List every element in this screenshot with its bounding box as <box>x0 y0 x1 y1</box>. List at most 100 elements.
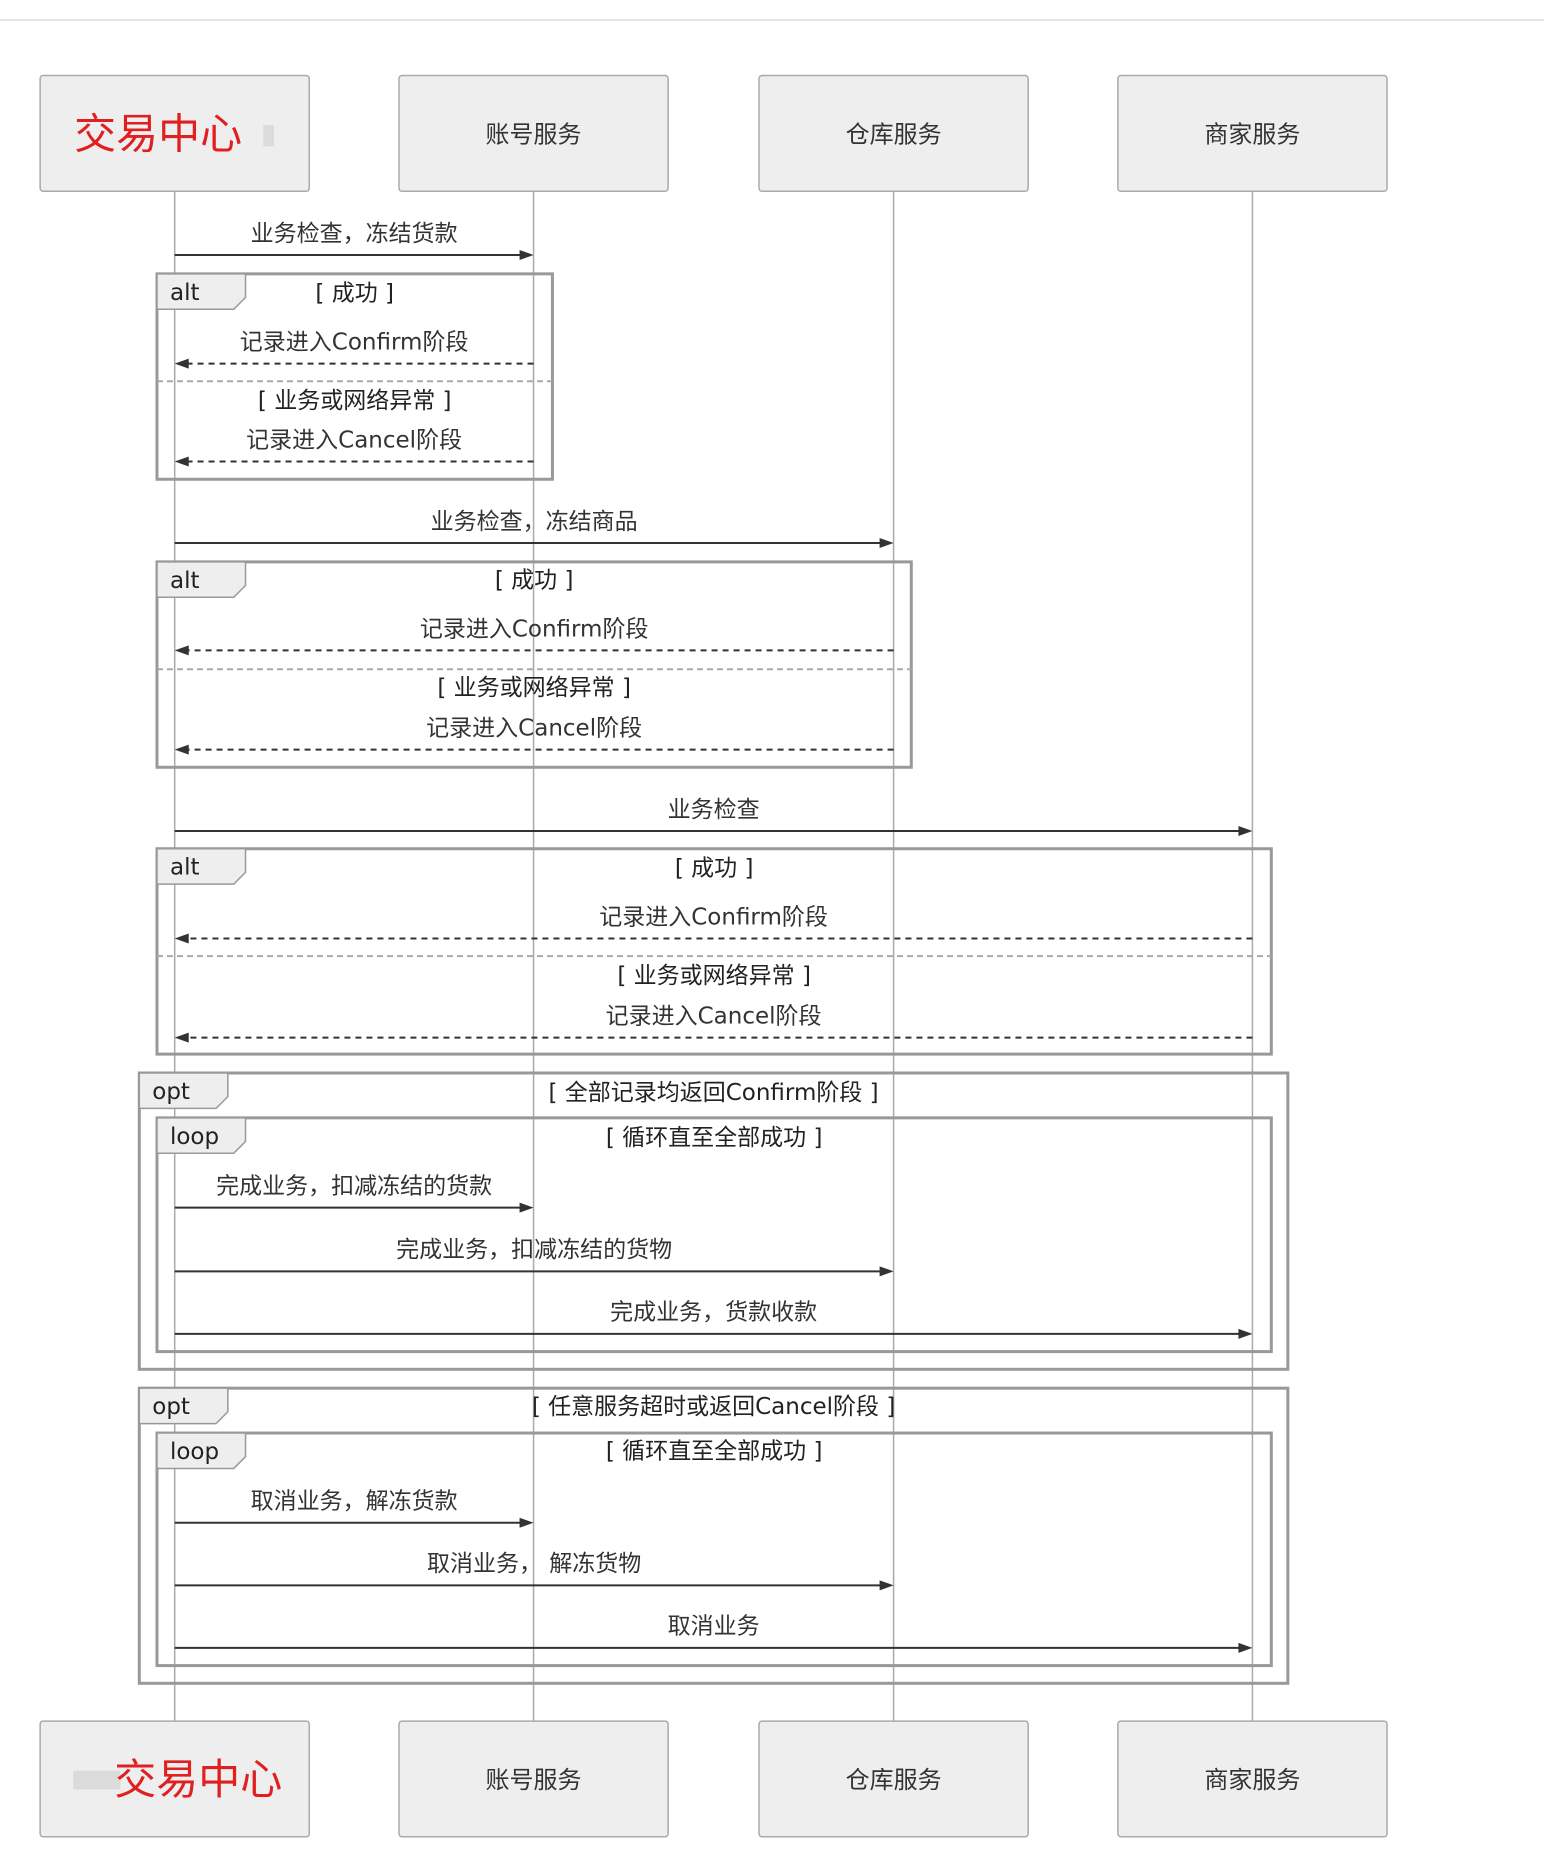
participant-label: 账号服务 <box>486 120 582 148</box>
arrowhead-icon <box>879 1266 894 1277</box>
participant-label: 交易中心 <box>114 1755 282 1804</box>
fragment-tab <box>156 273 247 311</box>
message-m14: 取消业务， 解冻货物 <box>174 1551 894 1591</box>
fragment-tab <box>156 1117 247 1155</box>
participant-box <box>39 74 311 192</box>
message-m13: 取消业务，解冻货款 <box>174 1489 534 1528</box>
message-m15: 取消业务 <box>174 1614 1253 1653</box>
message-m3: 记录进入Cancel阶段 <box>174 427 534 467</box>
fragment-tab <box>156 847 247 885</box>
message-label: 完成业务，扣减冻结的货款 <box>216 1173 492 1199</box>
message-label: 取消业务，解冻货款 <box>251 1489 458 1515</box>
arrowhead-icon <box>519 1517 534 1528</box>
participant-label: 仓库服务 <box>846 120 942 148</box>
arrowhead-icon <box>174 358 189 369</box>
message-m5: 记录进入Confirm阶段 <box>174 616 894 656</box>
message-label: 完成业务，扣减冻结的货物 <box>396 1237 672 1263</box>
fragment-alt-f3: alt [ 成功 ] [ 业务或网络异常 ] <box>155 847 1273 1056</box>
participant-label: 账号服务 <box>486 1766 582 1794</box>
participant-box <box>398 1720 669 1838</box>
fragment-alt-f2: alt [ 成功 ] [ 业务或网络异常 ] <box>155 560 913 769</box>
fragment-keyword: opt <box>152 1079 190 1105</box>
arrowhead-icon <box>174 933 189 944</box>
message-label: 取消业务， 解冻货物 <box>427 1551 641 1577</box>
arrowhead-icon <box>519 249 534 260</box>
participant-label: 商家服务 <box>1204 1766 1300 1794</box>
arrowhead-icon <box>879 537 894 548</box>
participant-box <box>39 1720 311 1838</box>
message-m10: 完成业务，扣减冻结的货款 <box>174 1173 534 1213</box>
fragment-border <box>155 1116 1273 1354</box>
participant-box <box>758 1720 1029 1838</box>
fragment-border <box>155 560 913 769</box>
message-label: 记录进入Cancel阶段 <box>606 1003 822 1029</box>
arrowhead-icon <box>174 456 189 467</box>
message-m7: 业务检查 <box>174 797 1253 837</box>
message-label: 完成业务，货款收款 <box>610 1300 817 1326</box>
fragment-tab <box>138 1072 229 1110</box>
participant-label: 商家服务 <box>1204 120 1300 148</box>
fragment-condition: [ 成功 ] <box>495 568 574 594</box>
fragment-border <box>155 847 1273 1056</box>
participant-account-bottom: 账号服务 <box>398 1720 669 1838</box>
participant-box <box>1117 74 1388 192</box>
fragment-opt-f6: opt [ 任意服务超时或返回Cancel阶段 ] <box>137 1386 1290 1685</box>
redaction-mark <box>263 125 274 147</box>
message-label: 记录进入Cancel阶段 <box>246 427 462 453</box>
message-m9: 记录进入Cancel阶段 <box>174 1003 1253 1043</box>
message-label: 业务检查，冻结货款 <box>251 221 458 247</box>
fragment-keyword: alt <box>170 855 200 881</box>
arrowhead-icon <box>174 1032 189 1043</box>
fragment-condition: [ 成功 ] <box>675 856 754 882</box>
participant-label: 仓库服务 <box>846 1766 942 1794</box>
participant-label: 交易中心 <box>74 109 242 158</box>
fragment-loop-f7: loop [ 循环直至全部成功 ] <box>155 1431 1273 1668</box>
fragment-border <box>155 1431 1273 1668</box>
message-label: 记录进入Confirm阶段 <box>240 329 469 355</box>
fragment-condition: [ 业务或网络异常 ] <box>258 388 452 414</box>
arrowhead-icon <box>1238 826 1253 837</box>
fragment-tab <box>138 1387 229 1425</box>
message-label: 业务检查 <box>668 797 760 823</box>
fragment-keyword: loop <box>170 1124 219 1150</box>
fragment-condition: [ 业务或网络异常 ] <box>617 963 811 989</box>
participant-account-top: 账号服务 <box>398 74 669 192</box>
participant-warehouse-bottom: 仓库服务 <box>758 1720 1029 1838</box>
fragment-condition: [ 任意服务超时或返回Cancel阶段 ] <box>532 1394 896 1420</box>
participant-trade-bottom: 交易中心 <box>39 1720 311 1838</box>
fragment-loop-f5: loop[ 循环直至全部成功 ] <box>155 1116 1273 1354</box>
fragment-condition: [ 成功 ] <box>315 281 394 307</box>
fragment-opt-f4: opt[ 全部记录均返回Confirm阶段 ] <box>137 1071 1290 1371</box>
message-m6: 记录进入Cancel阶段 <box>174 715 894 755</box>
fragment-condition: [ 循环直至全部成功 ] <box>606 1439 823 1465</box>
participant-warehouse-top: 仓库服务 <box>758 74 1029 192</box>
message-m1: 业务检查，冻结货款 <box>174 221 534 260</box>
message-m4: 业务检查，冻结商品 <box>174 509 894 548</box>
participant-box <box>1117 1720 1388 1838</box>
arrowhead-icon <box>519 1202 534 1213</box>
fragment-alt-f1: alt [ 成功 ] [ 业务或网络异常 ] <box>155 272 554 481</box>
message-label: 记录进入Confirm阶段 <box>420 616 649 642</box>
fragment-keyword: alt <box>170 568 200 594</box>
fragment-tab <box>156 561 247 599</box>
fragment-keyword: loop <box>170 1439 219 1465</box>
arrowhead-icon <box>1238 1642 1253 1653</box>
participant-merchant-bottom: 商家服务 <box>1117 1720 1388 1838</box>
fragment-keyword: alt <box>170 280 200 306</box>
message-m8: 记录进入Confirm阶段 <box>174 904 1253 944</box>
fragment-tab <box>156 1432 247 1470</box>
fragment-condition: [ 业务或网络异常 ] <box>437 675 631 701</box>
message-label: 业务检查，冻结商品 <box>431 509 638 535</box>
fragment-border <box>155 272 554 481</box>
message-m11: 完成业务，扣减冻结的货物 <box>174 1237 894 1277</box>
participant-trade-top: 交易中心 <box>39 74 311 192</box>
message-m2: 记录进入Confirm阶段 <box>174 329 534 369</box>
arrowhead-icon <box>174 645 189 656</box>
arrowhead-icon <box>174 744 189 755</box>
arrowhead-icon <box>879 1580 894 1591</box>
message-m12: 完成业务，货款收款 <box>174 1300 1253 1339</box>
participant-box <box>398 74 669 192</box>
message-label: 记录进入Confirm阶段 <box>599 904 828 930</box>
message-label: 记录进入Cancel阶段 <box>426 715 642 741</box>
fragment-keyword: opt <box>152 1394 190 1420</box>
